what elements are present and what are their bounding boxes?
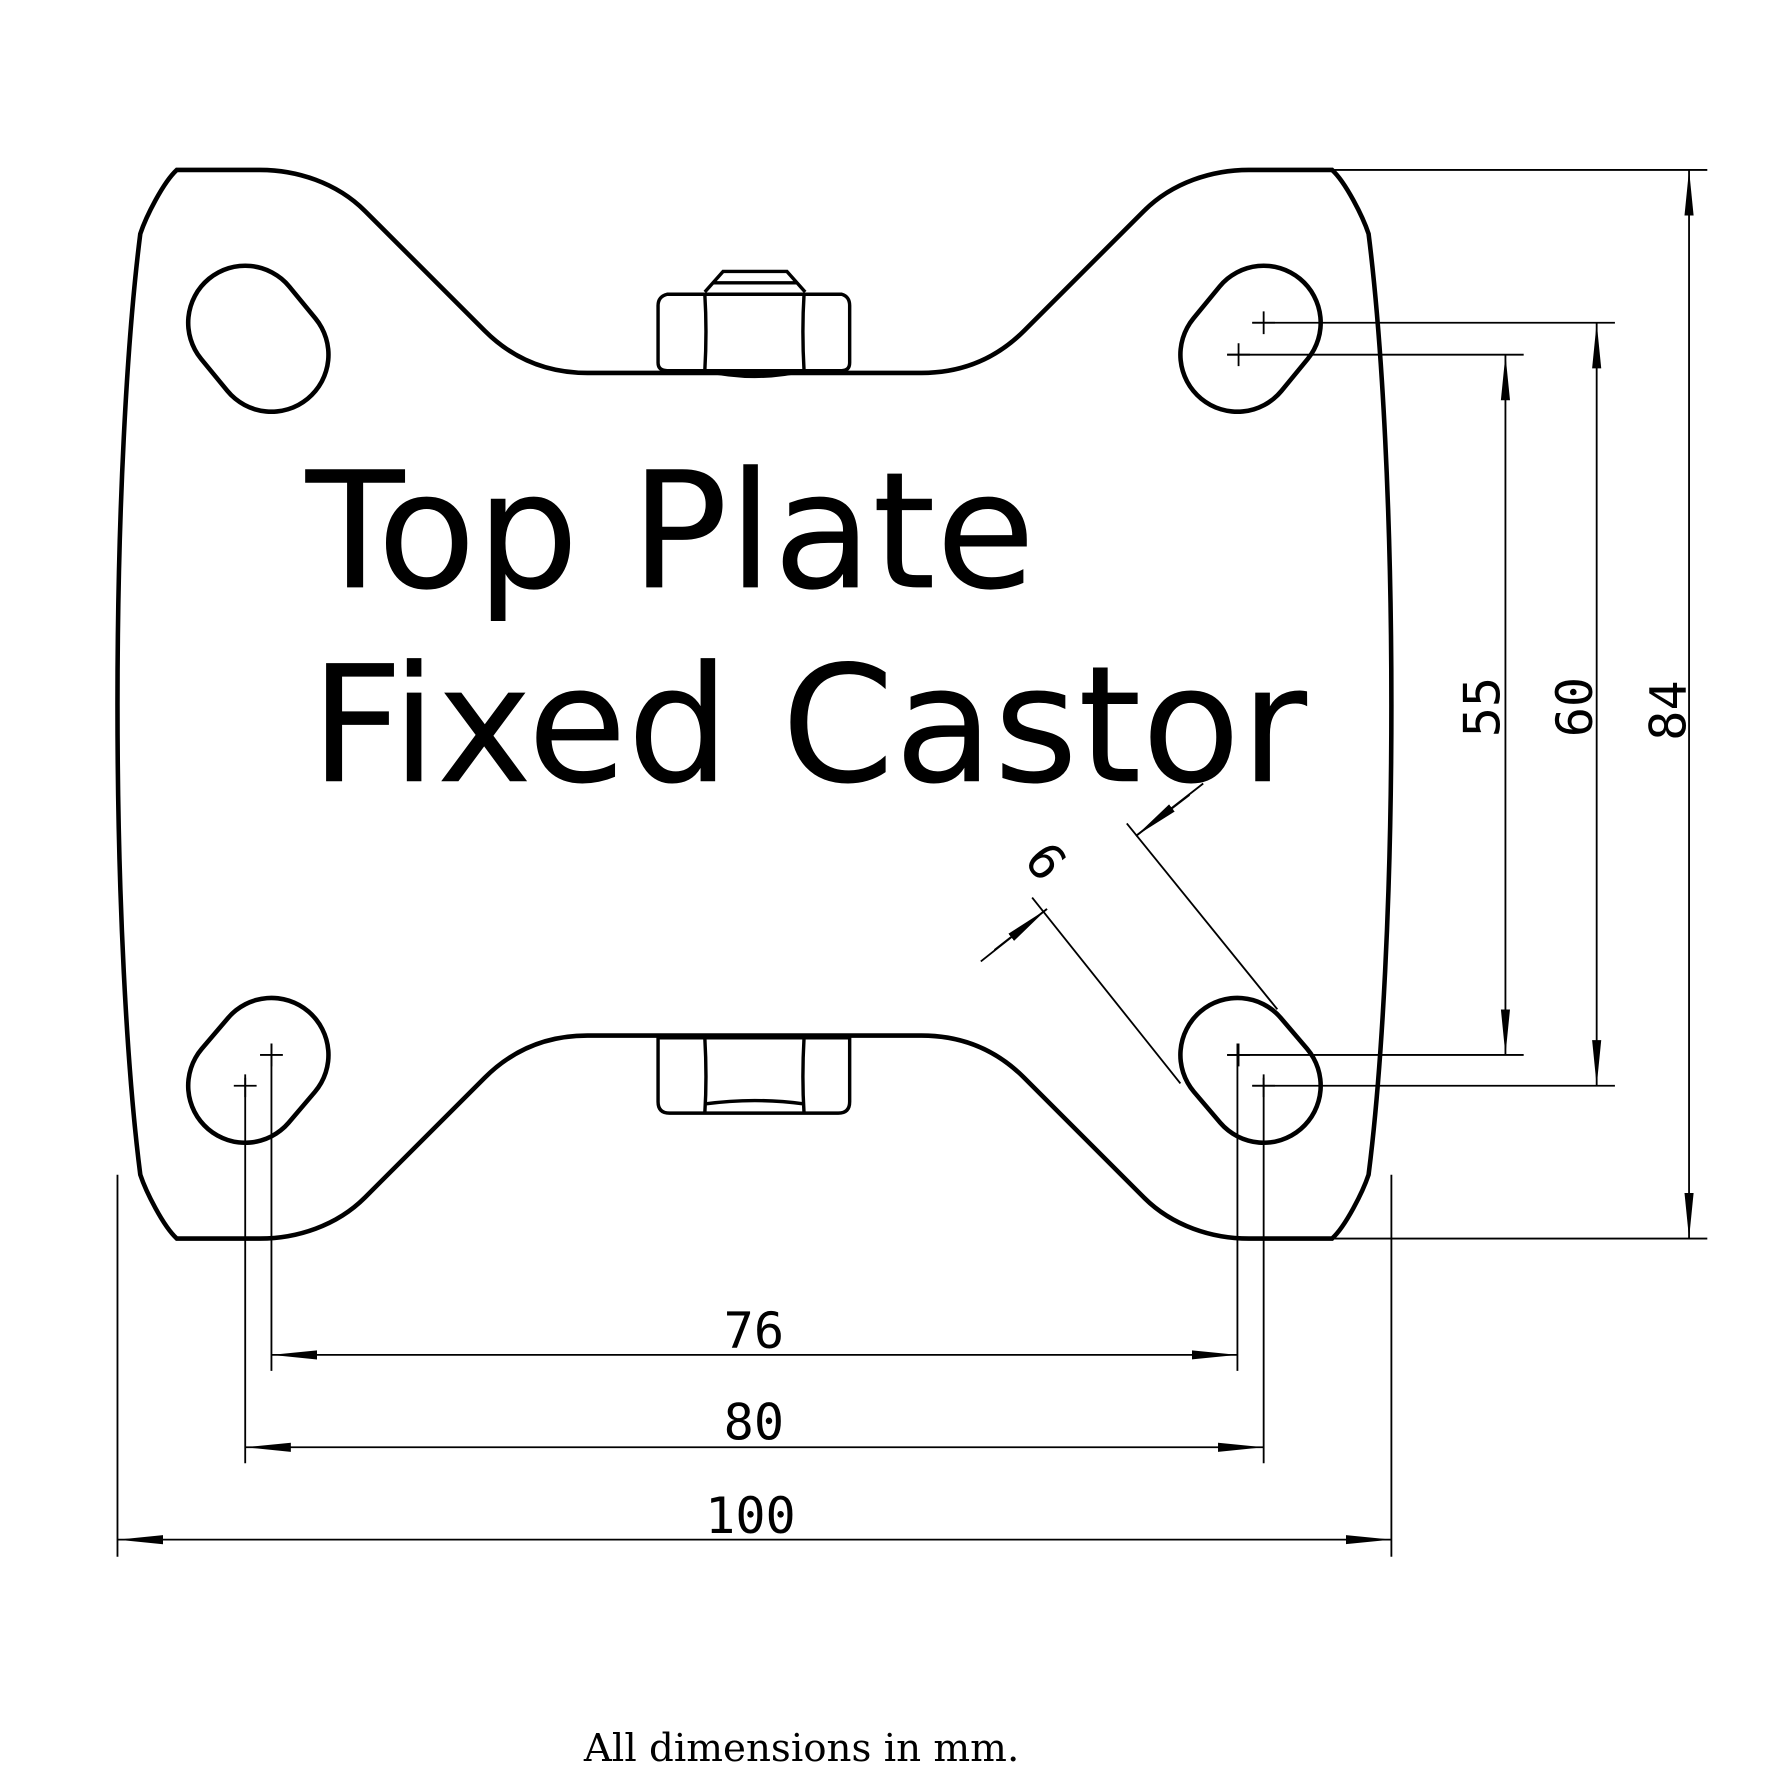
dimension-label-55: 55: [1453, 677, 1512, 737]
dimension-lines-horizontal: [116, 1043, 1393, 1557]
title-line-2: Fixed Castor: [310, 632, 1307, 820]
dimension-label-84: 84: [1639, 680, 1698, 740]
mounting-slot-top-right: [1178, 263, 1323, 414]
plate-outline: [115, 167, 1394, 1241]
axle-nut-bottom: [656, 1036, 852, 1115]
mounting-slot-top-left: [185, 263, 331, 414]
dimension-label-76: 76: [724, 1301, 784, 1360]
dimension-label-80: 80: [724, 1392, 784, 1451]
axle-nut-top: [656, 269, 852, 379]
title-line-1: Top Plate: [305, 438, 1036, 626]
dimension-lines-vertical: [1227, 169, 1708, 1240]
dimension-label-9: 9: [1014, 830, 1079, 890]
mounting-slot-bottom-left: [185, 995, 331, 1146]
mounting-slot-bottom-right: [1178, 995, 1323, 1146]
dimension-label-60: 60: [1545, 677, 1604, 737]
units-footnote: All dimensions in mm.: [583, 1726, 1019, 1771]
dimension-label-100: 100: [705, 1486, 796, 1545]
dimension-lines-slot-width: [980, 782, 1279, 1085]
